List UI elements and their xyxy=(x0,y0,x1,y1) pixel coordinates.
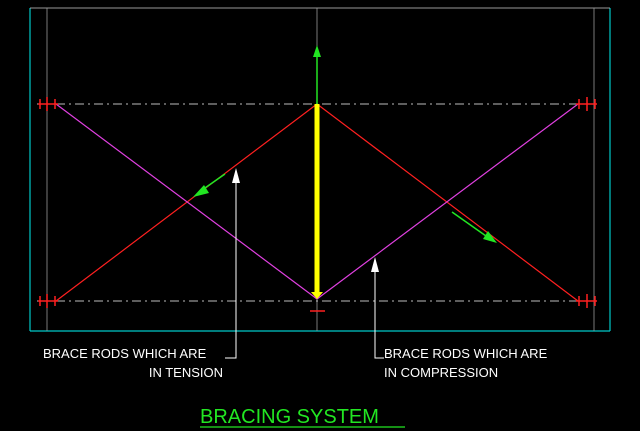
tension-leader xyxy=(225,168,240,359)
outer-frame xyxy=(29,8,611,332)
anchor-top-right-icon xyxy=(576,97,597,111)
compression-leader xyxy=(371,257,384,359)
tension-label-line1: BRACE RODS WHICH ARE xyxy=(43,346,207,361)
anchor-bottom-right-icon xyxy=(576,294,597,308)
anchor-top-left-icon xyxy=(38,97,58,111)
column-base-arrow xyxy=(311,292,323,299)
compression-force-arrow-icon xyxy=(451,211,497,243)
diagram-title: BRACING SYSTEM xyxy=(200,406,379,428)
tension-rods xyxy=(55,103,579,302)
compression-rods xyxy=(55,103,579,300)
compression-label-line1: BRACE RODS WHICH ARE xyxy=(384,346,548,361)
dashed-beam-lines xyxy=(37,103,600,302)
upward-force-arrow-icon xyxy=(313,45,321,104)
tension-force-arrow-icon xyxy=(193,173,226,197)
tension-label-line2: IN TENSION xyxy=(149,365,223,380)
anchor-bottom-left-icon xyxy=(38,294,58,308)
compression-label-line2: IN COMPRESSION xyxy=(384,365,498,380)
